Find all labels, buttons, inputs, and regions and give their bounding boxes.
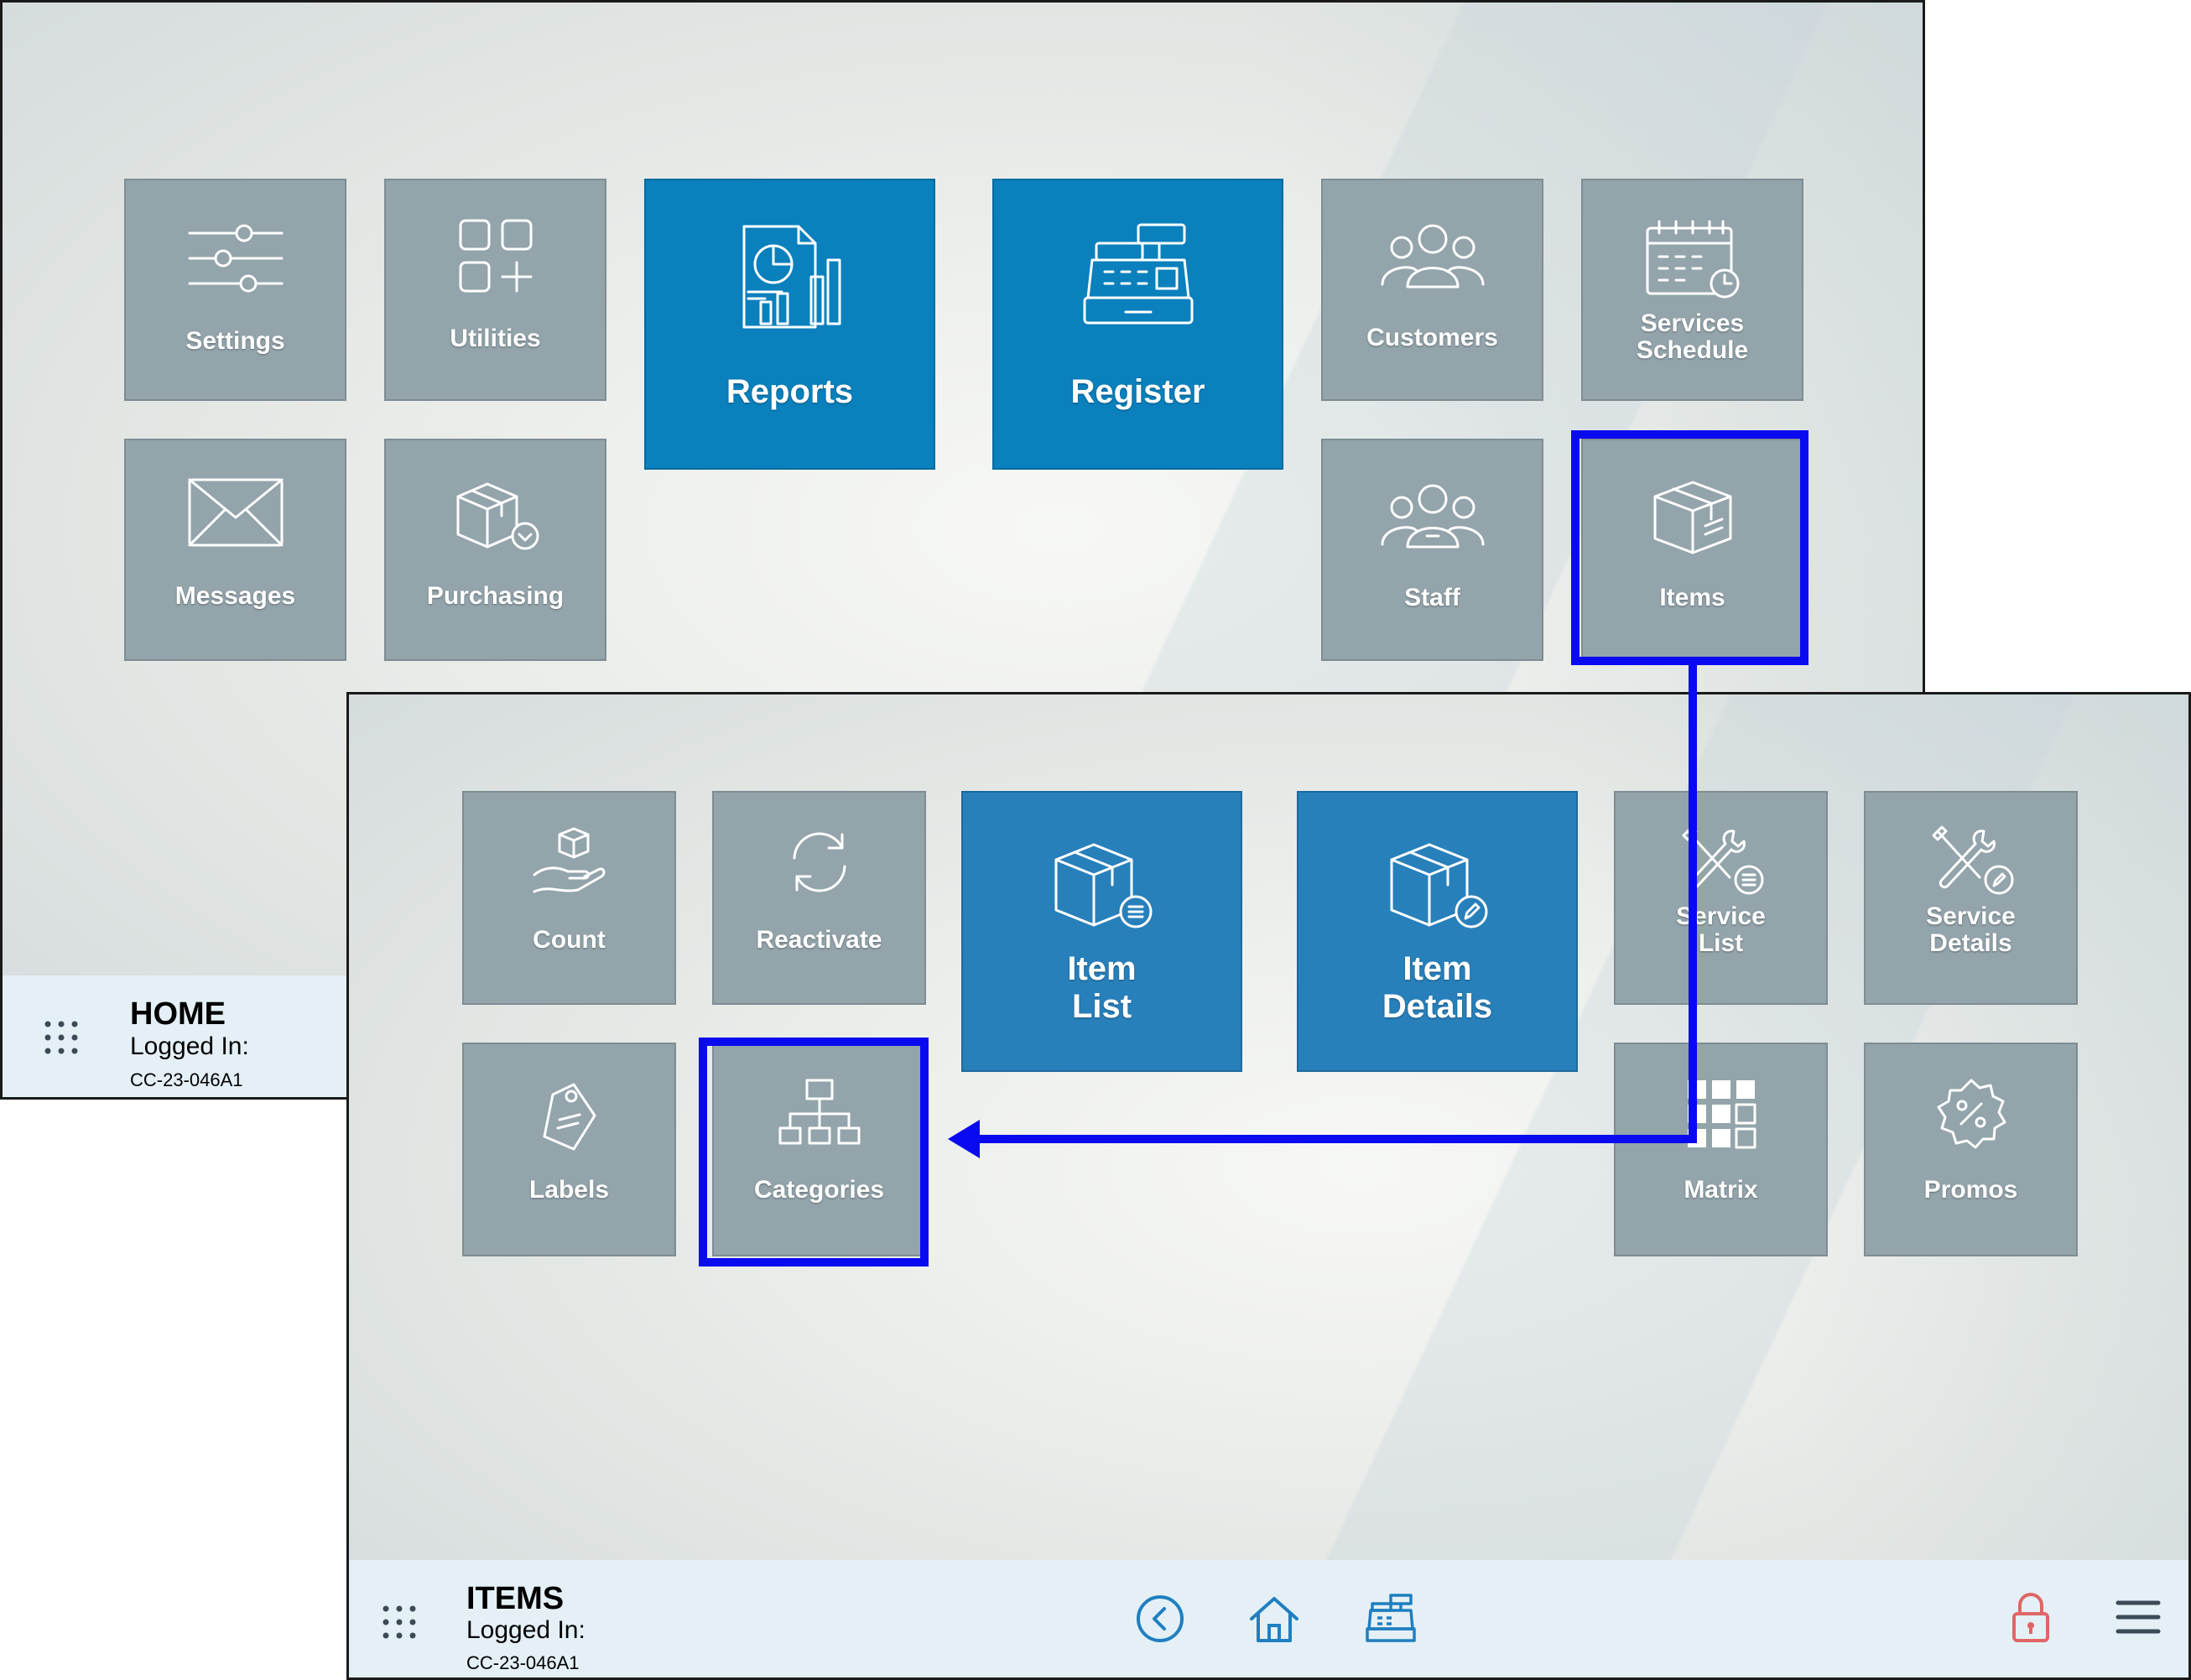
count-tile[interactable]: Count <box>462 791 676 1005</box>
item-list-label: Item List <box>1067 950 1137 1025</box>
item-details-tile[interactable]: Item Details <box>1297 791 1578 1072</box>
tools-list-icon <box>1682 825 1763 895</box>
discount-badge-icon <box>1937 1079 2006 1149</box>
labels-tile[interactable]: Labels <box>462 1043 676 1256</box>
service-details-tile[interactable]: Service Details <box>1864 791 2078 1005</box>
box-list-icon <box>1054 843 1152 928</box>
services-schedule-label: Services Schedule <box>1636 309 1749 364</box>
box-icon <box>1653 481 1731 554</box>
report-chart-icon <box>742 225 840 329</box>
register-label: Register <box>1070 373 1205 410</box>
tag-icon <box>543 1083 596 1151</box>
apps-add-icon <box>459 219 532 293</box>
utilities-tile[interactable]: Utilities <box>384 179 606 401</box>
item-list-tile[interactable]: Item List <box>961 791 1242 1072</box>
staff-tile[interactable]: Staff <box>1321 439 1543 661</box>
app-grid-icon[interactable] <box>43 1019 80 1056</box>
lock-icon[interactable] <box>2010 1590 2052 1644</box>
matrix-grid-icon <box>1687 1080 1756 1149</box>
items-tile-highlight <box>1571 430 1808 665</box>
items-footer: ITEMS Logged In: CC-23-046A1 <box>349 1560 2188 1677</box>
register-tile[interactable]: Register <box>992 179 1283 470</box>
station-code: CC-23-046A1 <box>466 1652 580 1673</box>
labels-label: Labels <box>528 1176 610 1204</box>
promos-tile[interactable]: Promos <box>1864 1043 2078 1256</box>
services-schedule-tile[interactable]: Services Schedule <box>1581 179 1803 401</box>
messages-tile[interactable]: Messages <box>124 439 346 661</box>
staff-label: Staff <box>1404 584 1460 611</box>
hierarchy-icon <box>778 1079 860 1145</box>
matrix-label: Matrix <box>1684 1176 1758 1204</box>
count-label: Count <box>533 926 606 954</box>
items-screen: Count Reactivate Item List Item Details <box>346 692 2191 1680</box>
logged-in-label: Logged In: <box>466 1616 585 1644</box>
sliders-icon <box>188 224 283 293</box>
cash-register-icon <box>1083 223 1193 325</box>
messages-label: Messages <box>174 582 296 610</box>
service-list-label: Service List <box>1676 902 1766 957</box>
screen-title: HOME <box>130 996 226 1032</box>
item-details-label: Item Details <box>1382 950 1493 1025</box>
service-list-tile[interactable]: Service List <box>1614 791 1828 1005</box>
hand-box-icon <box>533 827 605 893</box>
home-icon[interactable] <box>1246 1592 1302 1646</box>
reactivate-label: Reactivate <box>756 926 882 954</box>
group-icon <box>1381 224 1484 289</box>
purchasing-tile[interactable]: Purchasing <box>384 439 606 661</box>
items-label: Items <box>1659 584 1725 611</box>
settings-tile[interactable]: Settings <box>124 179 346 401</box>
refresh-icon <box>793 832 846 892</box>
purchasing-label: Purchasing <box>426 582 565 610</box>
service-details-label: Service Details <box>1926 902 2016 957</box>
utilities-label: Utilities <box>450 325 541 352</box>
app-grid-icon[interactable] <box>381 1604 418 1641</box>
box-edit-icon <box>1390 843 1487 928</box>
station-code: CC-23-046A1 <box>130 1069 243 1090</box>
customers-label: Customers <box>1366 324 1498 351</box>
settings-label: Settings <box>185 327 285 355</box>
reports-label: Reports <box>726 373 854 410</box>
matrix-tile[interactable]: Matrix <box>1614 1043 1828 1256</box>
categories-label: Categories <box>753 1176 885 1204</box>
logged-in-label: Logged In: <box>130 1032 249 1060</box>
staff-group-icon <box>1381 484 1484 549</box>
box-order-icon <box>456 482 539 550</box>
screen-title: ITEMS <box>466 1581 565 1616</box>
register-icon[interactable] <box>1364 1592 1418 1646</box>
back-icon[interactable] <box>1133 1592 1187 1646</box>
categories-tile-highlight <box>699 1038 929 1267</box>
tools-edit-icon <box>1932 825 2013 895</box>
promos-label: Promos <box>1923 1176 2018 1204</box>
menu-icon[interactable] <box>2115 1598 2162 1636</box>
customers-tile[interactable]: Customers <box>1321 179 1543 401</box>
reactivate-tile[interactable]: Reactivate <box>712 791 926 1005</box>
envelope-icon <box>188 478 283 547</box>
calendar-clock-icon <box>1646 220 1739 299</box>
reports-tile[interactable]: Reports <box>644 179 935 470</box>
